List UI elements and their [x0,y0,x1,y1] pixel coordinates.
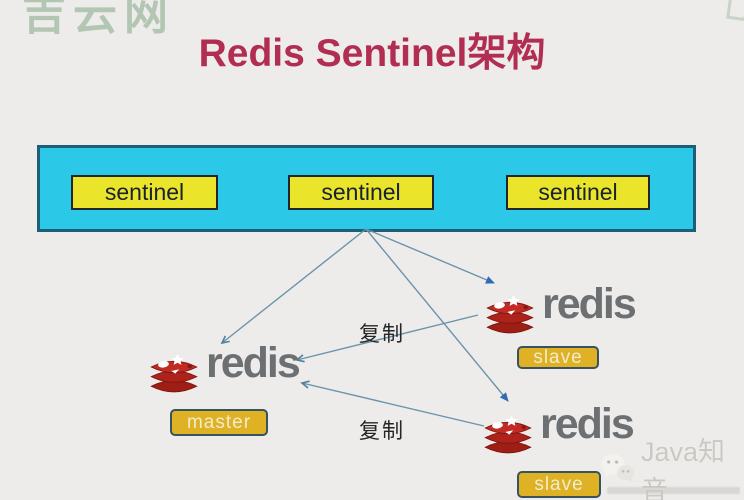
sentinel-box-2: sentinel [288,175,434,210]
redis-slave2-node: redis slave [480,400,640,500]
wechat-icon [600,454,635,482]
arrow-sentinel-to-slave1 [365,228,495,284]
master-badge-label: master [186,411,252,433]
redis-wordmark: redis [542,280,637,328]
watermark-top-right-fragment [726,0,744,22]
replication-label-1: 复制 [359,323,405,346]
sentinel-label-2: sentinel [321,179,401,205]
watermark-bottom-right: Java知音 [598,437,744,500]
sentinel-label-3: sentinel [538,179,618,205]
replication-label-2: 复制 [359,420,405,443]
redis-logo-icon [150,353,198,393]
slave1-badge-label: slave [533,346,583,368]
sentinel-panel: sentinel sentinel sentinel [37,145,696,232]
redis-logo-icon [484,414,532,454]
master-badge: master [170,409,268,436]
redis-slave1-node: redis slave [482,280,642,374]
sentinel-box-1: sentinel [71,175,218,210]
redis-wordmark: redis [540,400,635,448]
slave2-badge-label: slave [534,473,584,495]
slave2-badge: slave [517,471,601,498]
sentinel-label-1: sentinel [104,179,185,205]
arrow-sentinel-to-master [220,228,367,345]
slave1-badge: slave [517,346,599,369]
redis-wordmark: redis [206,339,301,387]
diagram-title: Redis Sentinel架构 [198,32,546,75]
watermark-bottom-right-text: Java知音 [640,437,726,500]
faint-url-watermark [607,487,740,494]
sentinel-box-3: sentinel [506,175,650,210]
watermark-top-left: 吉云网 [22,0,175,39]
redis-logo-icon [486,294,534,334]
redis-master-node: redis master [146,339,306,439]
